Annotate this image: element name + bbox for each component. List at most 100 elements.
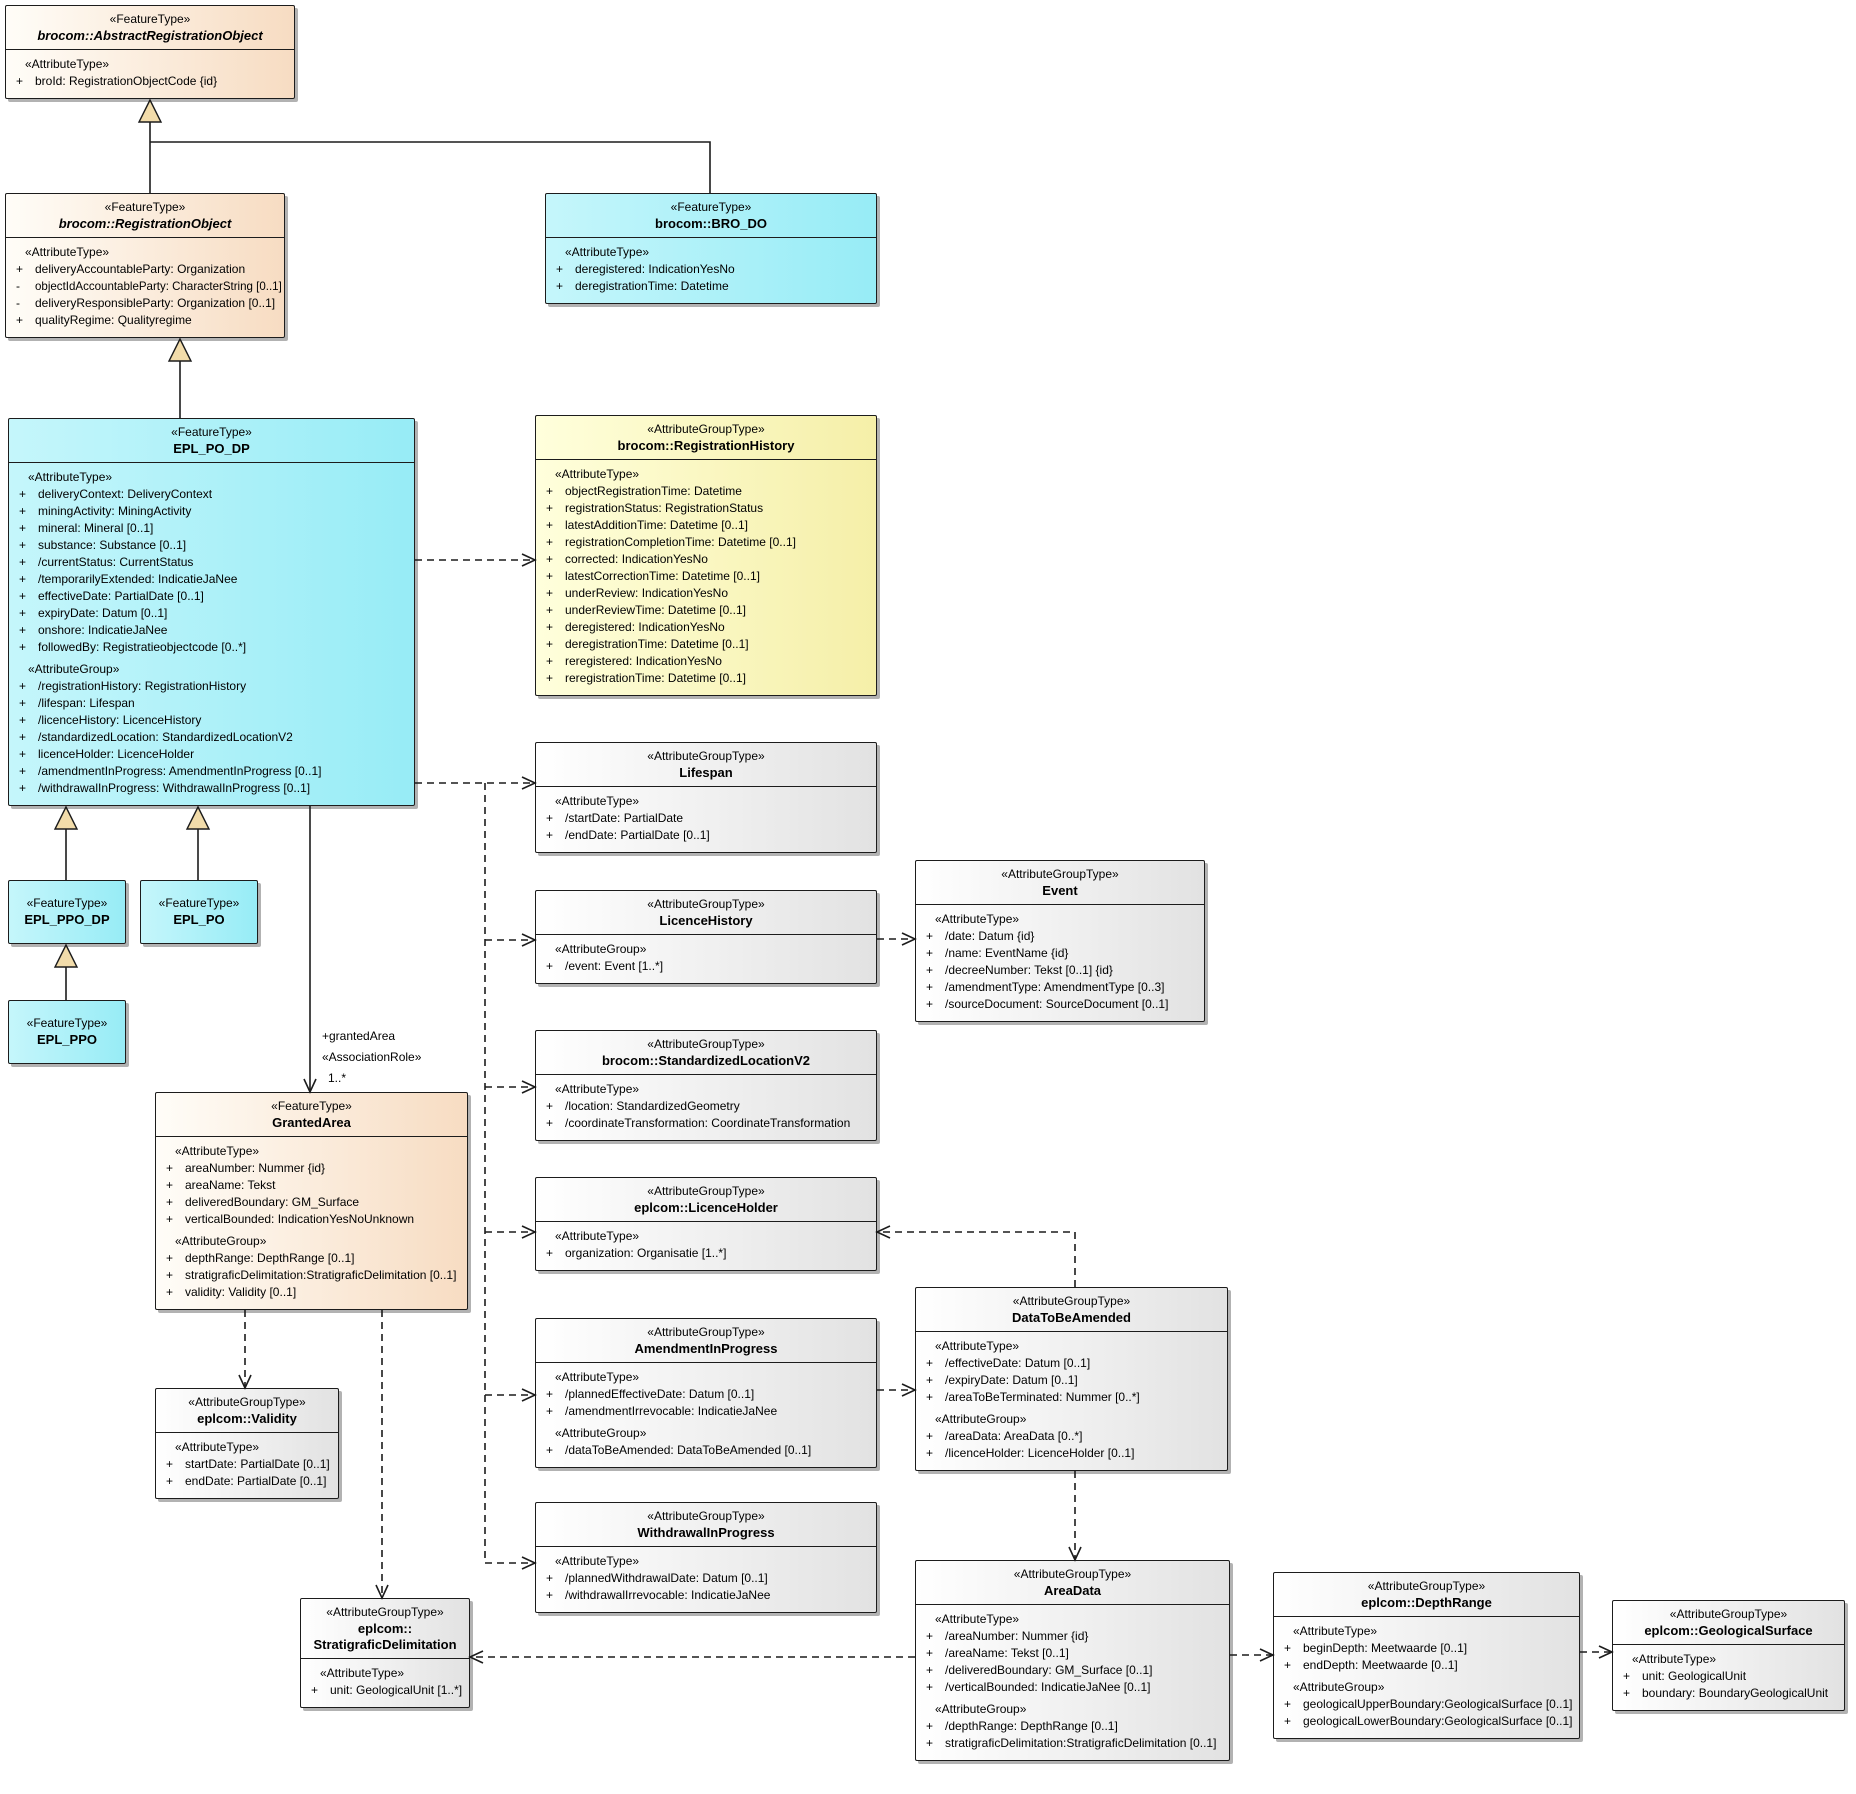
arrowhead-grantedarea: [303, 1078, 317, 1094]
attribute-text: validity: Validity [0..1]: [185, 1285, 297, 1299]
class-event: «AttributeGroupType»Event«AttributeType»…: [915, 860, 1205, 1022]
visibility-marker: +: [19, 640, 27, 654]
attribute-section: «AttributeGroup»+depthRange: DepthRange …: [159, 1233, 464, 1301]
visibility-marker: +: [19, 555, 27, 569]
section-stereotype: «AttributeType»: [555, 467, 640, 481]
visibility-marker: +: [19, 606, 27, 620]
visibility-marker: +: [19, 623, 27, 637]
association-role-stereotype: «AssociationRole»: [322, 1050, 422, 1064]
visibility-marker: +: [556, 262, 564, 276]
attribute-row: +beginDepth: Meetwaarde [0..1]: [1277, 1640, 1576, 1657]
visibility-marker: +: [546, 552, 554, 566]
visibility-marker: +: [311, 1683, 319, 1697]
attribute-section: «AttributeGroup»+/event: Event [1..*]: [539, 941, 873, 975]
arrowhead-lichist: [521, 933, 537, 947]
class-header: «AttributeGroupType»eplcom::Validity: [156, 1389, 338, 1433]
class-stereotype: «AttributeGroupType»: [647, 422, 765, 436]
attribute-text: depthRange: DepthRange [0..1]: [185, 1251, 355, 1265]
class-attributes: «AttributeType»+objectRegistrationTime: …: [536, 460, 876, 695]
attribute-text: reregistrationTime: Datetime [0..1]: [565, 671, 746, 685]
attribute-text: /withdrawalIrrevocable: IndicatieJaNee: [565, 1588, 771, 1602]
attribute-text: startDate: PartialDate [0..1]: [185, 1457, 330, 1471]
visibility-marker: +: [926, 1736, 934, 1750]
class-attributes: «AttributeType»+deliveryContext: Deliver…: [9, 463, 414, 805]
class-attributes: «AttributeType»+organization: Organisati…: [536, 1222, 876, 1270]
attribute-text: /sourceDocument: SourceDocument [0..1]: [945, 997, 1169, 1011]
class-attributes: «AttributeType»+unit: GeologicalUnit [1.…: [301, 1659, 469, 1707]
attribute-text: deliveredBoundary: GM_Surface: [185, 1195, 360, 1209]
class-header: «AttributeGroupType»eplcom::DepthRange: [1274, 1573, 1579, 1617]
attribute-row: +/decreeNumber: Tekst [0..1] {id}: [919, 962, 1201, 979]
attribute-text: deliveryContext: DeliveryContext: [38, 487, 213, 501]
class-stdloc: «AttributeGroupType»brocom::Standardized…: [535, 1030, 877, 1141]
class-stereotype: «FeatureType»: [109, 12, 191, 26]
class-lichist: «AttributeGroupType»LicenceHistory«Attri…: [535, 890, 877, 984]
attribute-text: /currentStatus: CurrentStatus: [38, 555, 194, 569]
attribute-section: «AttributeType»+unit: GeologicalUnit [1.…: [304, 1665, 466, 1699]
class-attributes: «AttributeType»+startDate: PartialDate […: [156, 1433, 338, 1498]
class-ro: «FeatureType»brocom::RegistrationObject«…: [5, 193, 285, 338]
class-header: «FeatureType»brocom::BRO_DO: [546, 194, 876, 238]
generalization-triangle-epl_po_dp-left: [53, 805, 79, 830]
arrowhead-stratigraficdelimitation-top: [375, 1584, 389, 1600]
visibility-marker: +: [926, 1373, 934, 1387]
class-dtba: «AttributeGroupType»DataToBeAmended «Attr…: [915, 1287, 1228, 1471]
class-stereotype: «AttributeGroupType»: [647, 1325, 765, 1339]
visibility-marker: +: [546, 535, 554, 549]
class-header: «FeatureType» EPL_PO: [157, 896, 242, 928]
attribute-row: +deliveredBoundary: GM_Surface: [159, 1194, 464, 1211]
visibility-marker: +: [16, 313, 24, 327]
class-header: «AttributeGroupType»DataToBeAmended: [916, 1288, 1227, 1332]
class-name: brocom::RegistrationObject: [58, 216, 232, 231]
section-stereotype: «AttributeType»: [565, 245, 650, 259]
visibility-marker: +: [556, 279, 564, 293]
arrowhead-depthrange: [1259, 1648, 1275, 1662]
arrowhead-licenceholder-right: [875, 1225, 891, 1239]
class-aro: «FeatureType»brocom::AbstractRegistratio…: [5, 5, 295, 99]
attribute-text: endDepth: Meetwaarde [0..1]: [1303, 1658, 1458, 1672]
class-name-line: StratigraficDelimitation: [313, 1637, 457, 1652]
attribute-section: «AttributeGroup»+/areaData: AreaData [0.…: [919, 1411, 1224, 1462]
attribute-row: +underReviewTime: Datetime [0..1]: [539, 602, 873, 619]
visibility-marker: +: [546, 501, 554, 515]
arrowhead-stdloc: [521, 1080, 537, 1094]
class-areadata: «AttributeGroupType»AreaData«AttributeTy…: [915, 1560, 1230, 1761]
attribute-row: -deliveryResponsibleParty: Organization …: [9, 295, 281, 312]
attribute-section: «AttributeType»+/effectiveDate: Datum [0…: [919, 1338, 1224, 1406]
class-name: EPL_PO: [173, 912, 225, 927]
attribute-row: +/amendmentInProgress: AmendmentInProgre…: [12, 763, 411, 780]
attribute-section: «AttributeType»+/areaNumber: Nummer {id}…: [919, 1611, 1226, 1696]
class-stereotype: «FeatureType»: [171, 425, 252, 439]
class-name: EPL_PPO: [37, 1032, 97, 1047]
attribute-row: +startDate: PartialDate [0..1]: [159, 1456, 335, 1473]
class-name: eplcom::DepthRange: [1361, 1595, 1492, 1610]
attribute-row: +deliveryAccountableParty: Organization: [9, 261, 281, 278]
attribute-row: +effectiveDate: PartialDate [0..1]: [12, 588, 411, 605]
attribute-section: «AttributeType»+startDate: PartialDate […: [159, 1439, 335, 1490]
visibility-marker: +: [926, 1429, 934, 1443]
attribute-row: +deregistrationTime: Datetime: [549, 278, 873, 295]
attribute-row: +/licenceHistory: LicenceHistory: [12, 712, 411, 729]
attribute-text: underReviewTime: Datetime [0..1]: [565, 603, 746, 617]
section-stereotype: «AttributeType»: [555, 1370, 640, 1384]
generalization-triangle-abstractregistrationobject: [137, 98, 163, 123]
class-name: brocom::StandardizedLocationV2: [601, 1053, 811, 1068]
attribute-section: «AttributeType»+beginDepth: Meetwaarde […: [1277, 1623, 1576, 1674]
attribute-text: /event: Event [1..*]: [565, 959, 664, 973]
attribute-text: /amendmentInProgress: AmendmentInProgres…: [38, 764, 322, 778]
attribute-text: verticalBounded: IndicationYesNoUnknown: [185, 1212, 415, 1226]
visibility-marker: +: [19, 696, 27, 710]
visibility-marker: +: [546, 811, 554, 825]
attribute-section: «AttributeType»+broId: RegistrationObjec…: [9, 56, 291, 90]
class-stereotype: «FeatureType»: [271, 1099, 352, 1113]
attribute-text: /lifespan: Lifespan: [38, 696, 135, 710]
class-eplppodp: «FeatureType»EPL_PPO_DP: [8, 880, 126, 944]
class-stereotype: «AttributeGroupType»: [1367, 1579, 1486, 1593]
class-stereotype: «AttributeGroupType»: [326, 1605, 444, 1619]
class-stereotype: «FeatureType»: [158, 896, 240, 910]
section-stereotype: «AttributeType»: [320, 1666, 405, 1680]
class-header: «FeatureType»brocom::RegistrationObject: [6, 194, 284, 238]
section-stereotype: «AttributeGroup»: [1293, 1680, 1385, 1694]
attribute-row: +/standardizedLocation: StandardizedLoca…: [12, 729, 411, 746]
